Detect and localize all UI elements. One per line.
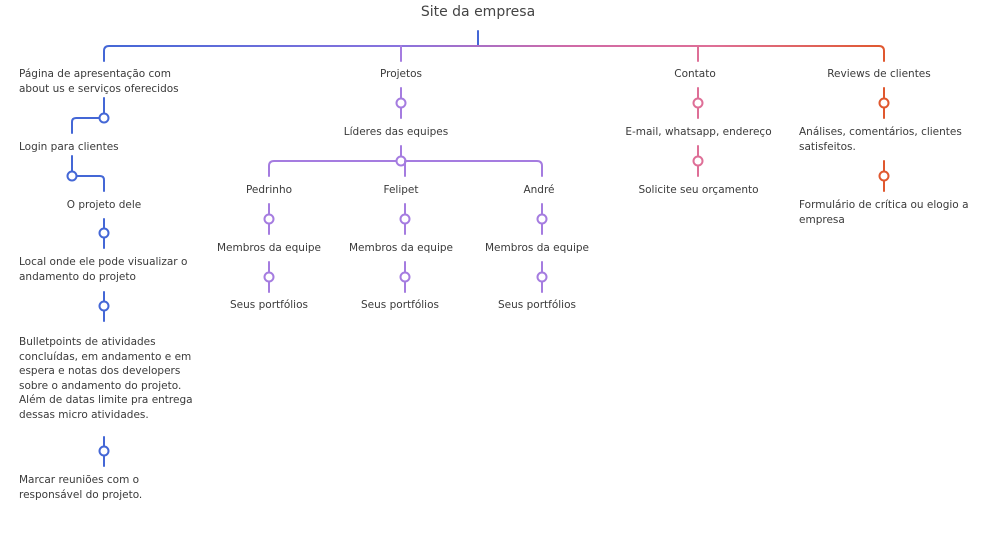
team-1-name: Pedrinho	[245, 184, 293, 196]
team-2-node-1	[399, 213, 411, 225]
team-3-name: André	[523, 184, 555, 196]
b4-node-1	[878, 97, 890, 109]
b1-child-projeto: O projeto dele	[66, 199, 142, 211]
team-1-members: Membros da equipe	[217, 242, 321, 254]
b4-child-formulario: Formulário de crítica ou elogio a empres…	[799, 199, 969, 226]
root-title: Site da empresa	[420, 4, 536, 20]
team-3-members: Membros da equipe	[485, 242, 589, 254]
b1-node-1	[98, 112, 110, 124]
b3-label: Contato	[674, 68, 716, 80]
b1-child-local: Local onde ele pode visualizar o andamen…	[19, 256, 188, 283]
team-1-node-1	[263, 213, 275, 225]
b3-node-2	[692, 155, 704, 167]
team-2-name: Felipet	[383, 184, 419, 196]
b1-link-4	[76, 175, 105, 192]
b3-child-orcamento: Solicite seu orçamento	[638, 184, 759, 196]
b1-node-5	[98, 445, 110, 457]
b1-node-2	[66, 170, 78, 182]
b1-child-bulletpoints: Bulletpoints de atividades concluídas, e…	[19, 336, 193, 421]
team-3-node-2	[536, 271, 548, 283]
b1-node-4	[98, 300, 110, 312]
b2-node-1	[395, 97, 407, 109]
team-2-portfolios: Seus portfólios	[361, 299, 439, 311]
b4-child-analises: Análises, comentários, clientes satisfei…	[799, 126, 962, 153]
team-1-portfolios: Seus portfólios	[230, 299, 308, 311]
team-3-node-1	[536, 213, 548, 225]
b3-node-1	[692, 97, 704, 109]
team-3-portfolios: Seus portfólios	[498, 299, 576, 311]
b1-link-2	[71, 117, 100, 134]
team-1-node-2	[263, 271, 275, 283]
b1-child-reunioes: Marcar reuniões com o responsável do pro…	[19, 474, 143, 501]
b4-label: Reviews de clientes	[827, 68, 931, 80]
b2-leaders: Líderes das equipes	[343, 126, 449, 138]
b1-node-3	[98, 227, 110, 239]
b2-label: Projetos	[379, 68, 423, 80]
b1-child-login: Login para clientes	[19, 141, 119, 153]
team-2-node-2	[399, 271, 411, 283]
b3-child-email: E-mail, whatsapp, endereço	[625, 126, 772, 138]
root-connector	[103, 45, 885, 62]
b2-team-bus	[268, 160, 543, 177]
b1-label: Página de apresentação com about us e se…	[19, 68, 179, 95]
team-2-members: Membros da equipe	[349, 242, 453, 254]
b4-node-2	[878, 170, 890, 182]
